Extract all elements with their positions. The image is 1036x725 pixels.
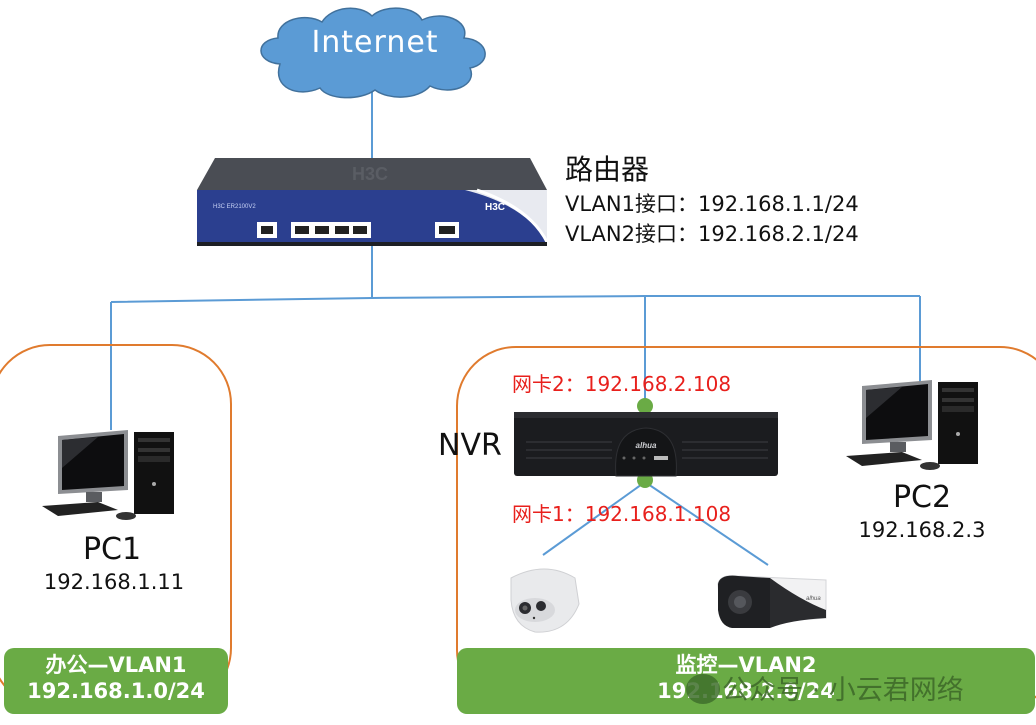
nic2-port-dot (637, 398, 653, 414)
pc2-ip: 192.168.2.3 (858, 518, 986, 542)
svg-text:H3C ER2100V2: H3C ER2100V2 (213, 204, 256, 210)
dome-camera-icon (510, 568, 580, 633)
vlan2-badge-name: 监控—VLAN2 (675, 653, 817, 677)
nvr-nic2-label: 网卡2：192.168.2.108 (512, 372, 732, 396)
desktop-pc-icon (846, 380, 978, 470)
link-bus (110, 295, 920, 303)
router-title: 路由器 (565, 153, 650, 186)
svg-text:H3C: H3C (485, 202, 505, 213)
watermark-text: 公众号 · 小云君网络 (722, 675, 964, 706)
link-nvr-bullet (644, 481, 769, 566)
desktop-pc-icon (42, 430, 174, 520)
router-device-icon: H3C H3C ER2100V2 H3C (197, 158, 549, 246)
internet-label: Internet (311, 25, 439, 60)
vlan1-badge-subnet: 192.168.1.0/24 (27, 679, 205, 703)
bullet-camera-icon: alhua (717, 575, 827, 628)
wechat-icon (686, 674, 720, 704)
pc2-name: PC2 (892, 480, 952, 515)
pc1-name: PC1 (82, 532, 142, 567)
router-vlan1-interface: VLAN1接口：192.168.1.1/24 (565, 192, 859, 216)
svg-text:alhua: alhua (636, 441, 657, 450)
router-vlan2-interface: VLAN2接口：192.168.2.1/24 (565, 222, 859, 246)
svg-text:alhua: alhua (806, 596, 821, 602)
vlan1-badge: 办公—VLAN1 192.168.1.0/24 (4, 648, 228, 714)
pc1-ip: 192.168.1.11 (43, 570, 185, 594)
link-nvr-dome (542, 481, 646, 556)
nvr-device-icon: alhua (514, 412, 778, 477)
svg-text:H3C: H3C (352, 164, 388, 184)
nvr-nic1-label: 网卡1：192.168.1.108 (512, 502, 732, 526)
cloud-icon (260, 7, 486, 99)
nvr-label: NVR (438, 428, 502, 463)
vlan2-badge: 监控—VLAN2 192.168.2.0/24 (457, 648, 1035, 714)
vlan1-badge-name: 办公—VLAN1 (45, 653, 187, 677)
